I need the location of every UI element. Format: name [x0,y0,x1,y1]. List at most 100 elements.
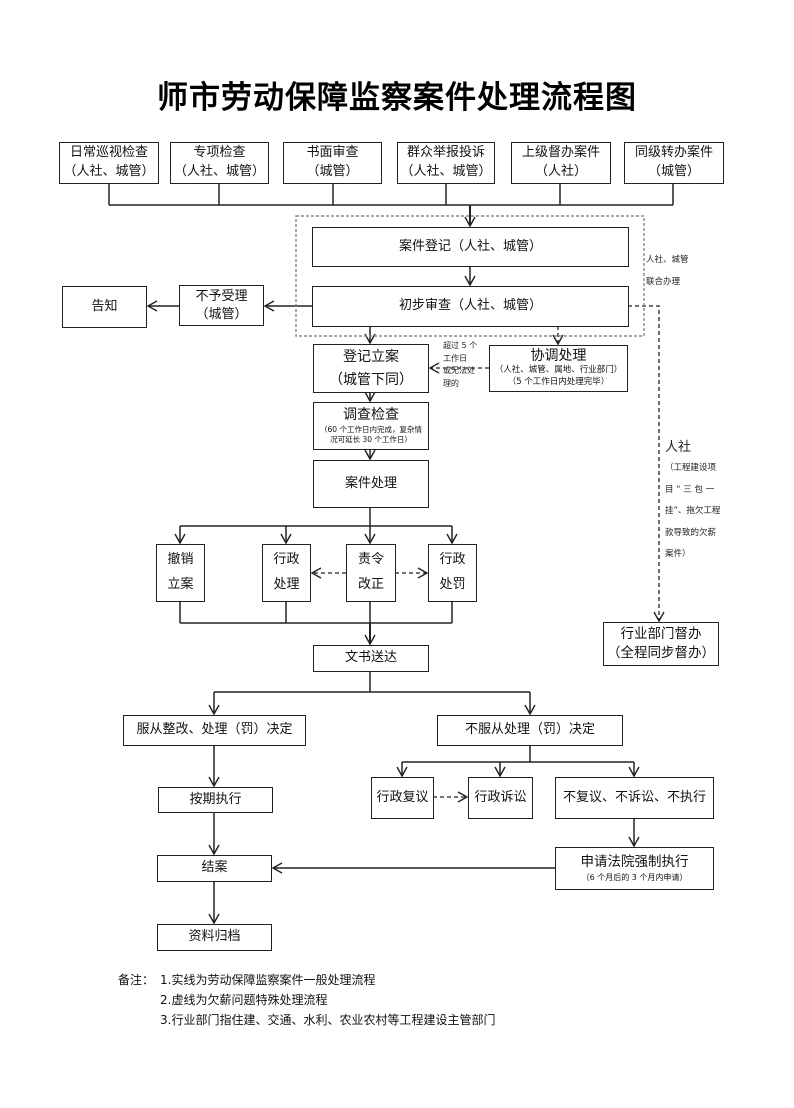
node-label: 不服从处理（罚）决定 [464,722,595,738]
node-label: 资料归档 [188,929,241,945]
node-comply: 服从整改、处理（罚）决定 [123,715,306,746]
source-written-review: 书面审查 （城管） [283,142,382,184]
joint-handling-zone [295,215,645,337]
source-label: 专项检查 [193,145,246,161]
node-close-case: 结案 [157,855,272,882]
node-sublabel: 况可延长 30 个工作日） [330,434,412,444]
node-label: 处理 [273,577,300,592]
node-admin-litigation: 行政诉讼 [468,777,533,819]
node-label: 调查检查 [343,407,399,424]
node-deliver-docs: 文书送达 [313,645,429,672]
source-label: 群众举报投诉 [406,145,485,161]
source-label: 同级转办案件 [634,145,713,161]
node-case-register: 案件登记（人社、城管） [312,227,629,267]
node-sublabel: （5 个工作日内处理完毕） [507,376,610,387]
node-notify: 告知 [62,286,147,328]
node-label: 处罚 [439,577,466,592]
source-peer-transferred: 同级转办案件 （城管） [624,142,724,184]
source-agency: （人社、城管） [400,164,492,179]
node-execute-on-time: 按期执行 [158,787,273,813]
wage-branch-line: （工程建设项 [665,463,717,473]
node-label: 申请法院强制执行 [580,854,689,871]
node-label: 行政 [273,552,300,568]
node-sublabel: （城管） [195,306,248,322]
node-label: 行政诉讼 [474,789,527,805]
escalate-label-line: 或无法处 [443,366,475,375]
source-agency: （城管） [306,164,359,179]
node-label: 立案 [167,577,194,592]
source-agency: （人社、城管） [63,164,155,179]
note-item: 2.虚线为欠薪问题特殊处理流程 [160,993,328,1007]
note-item: 3.行业部门指住建、交通、水利、农业农村等工程建设主管部门 [160,1013,496,1027]
node-investigate: 调查检查 （60 个工作日内完成，复杂情 况可延长 30 个工作日） [313,402,429,450]
page-title: 师市劳动保障监察案件处理流程图 [157,80,637,116]
node-admin-penalty: 行政 处罚 [428,544,477,602]
node-industry-supervise: 行业部门督办 （全程同步督办） [603,622,719,666]
joint-zone-label-line2: 联合办理 [646,277,681,287]
note-item: 1.实线为劳动保障监察案件一般处理流程 [160,973,376,987]
joint-zone-label: 人社、城管 联合办理 [646,249,689,293]
node-label: 结案 [201,860,228,876]
node-label: 登记立案 [343,349,399,366]
node-label: 改正 [357,577,384,592]
node-label: 不复议、不诉讼、不执行 [562,789,706,805]
node-label: 告知 [91,298,118,314]
node-archive: 资料归档 [157,924,272,951]
node-label: 初步审查（人社、城管） [398,298,542,314]
source-label: 日常巡视检查 [69,145,148,161]
node-revoke: 撤销 立案 [156,544,205,602]
source-agency: （人社、城管） [173,164,265,179]
wage-branch-title: 人社 [665,440,692,455]
joint-zone-label-line1: 人社、城管 [646,255,689,265]
node-admin-review: 行政复议 [371,777,434,819]
source-agency: （城管） [647,164,700,179]
node-label: 服从整改、处理（罚）决定 [136,722,293,738]
node-not-comply: 不服从处理（罚）决定 [437,715,623,746]
wage-branch-line: 目 “ 三 包 一 [665,484,715,495]
node-label: 案件处理 [344,475,397,491]
source-superior-supervised: 上级督办案件 （人社） [511,142,611,184]
escalate-label-line: 理的 [443,378,459,388]
source-special-inspection: 专项检查 （人社、城管） [170,142,269,184]
source-public-report: 群众举报投诉 （人社、城管） [397,142,495,184]
source-agency: （人社） [534,164,587,179]
node-sublabel: （城管下同） [329,371,413,388]
wage-branch-line: 款导致的欠薪 [665,527,717,538]
node-sublabel: （60 个工作日内完成，复杂情 [320,424,422,434]
escalate-label-line: 超过 5 个 [443,341,478,350]
node-case-handling: 案件处理 [313,460,429,508]
wage-branch-label: 人社 （工程建设项 目 “ 三 包 一 挂”、拖欠工程 款导致的欠薪 案件） [665,438,720,566]
source-label: 上级督办案件 [521,145,600,161]
node-label: 文书送达 [344,650,397,666]
node-label: 撤销 [167,552,194,568]
node-initial-review: 初步审查（人社、城管） [312,286,629,327]
node-label: 协调处理 [530,348,587,365]
node-label: 行业部门督办 [620,626,702,643]
node-coordinate: 协调处理 （人社、城管、属地、行业部门） （5 个工作日内处理完毕） [489,345,628,392]
node-label: 责令 [357,552,384,568]
notes-prefix: 备注： [118,973,155,987]
node-admin-handling: 行政 处理 [262,544,311,602]
node-sublabel: （6 个月后的 3 个月内申请） [581,872,688,882]
node-label: 按期执行 [189,791,242,807]
node-file-case: 登记立案 （城管下同） [313,344,429,393]
node-label: 不予受理 [195,288,248,304]
wage-branch-line: 挂”、拖欠工程 [665,506,721,516]
node-label: 案件登记（人社、城管） [398,238,542,254]
wage-dashed-path [628,305,665,623]
node-order-correct: 责令 改正 [346,544,396,602]
node-not-accepted: 不予受理 （城管） [179,285,264,326]
node-court-enforce: 申请法院强制执行 （6 个月后的 3 个月内申请） [555,847,714,890]
node-sublabel: （人社、城管、属地、行业部门） [494,365,623,375]
source-routine-inspection: 日常巡视检查 （人社、城管） [59,142,159,184]
source-label: 书面审查 [306,145,359,161]
escalate-label: 超过 5 个 工作日 或无法处 理的 [443,340,477,390]
wage-branch-line: 案件） [665,549,691,559]
escalate-label-line: 工作日 [443,353,467,363]
node-label: 行政复议 [376,789,429,805]
node-no-action: 不复议、不诉讼、不执行 [555,777,714,819]
node-label: 行政 [439,552,466,568]
node-sublabel: （全程同步督办） [607,645,715,661]
notes: 备注： 1.实线为劳动保障监察案件一般处理流程 2.虚线为欠薪问题特殊处理流程 … [118,970,495,1030]
